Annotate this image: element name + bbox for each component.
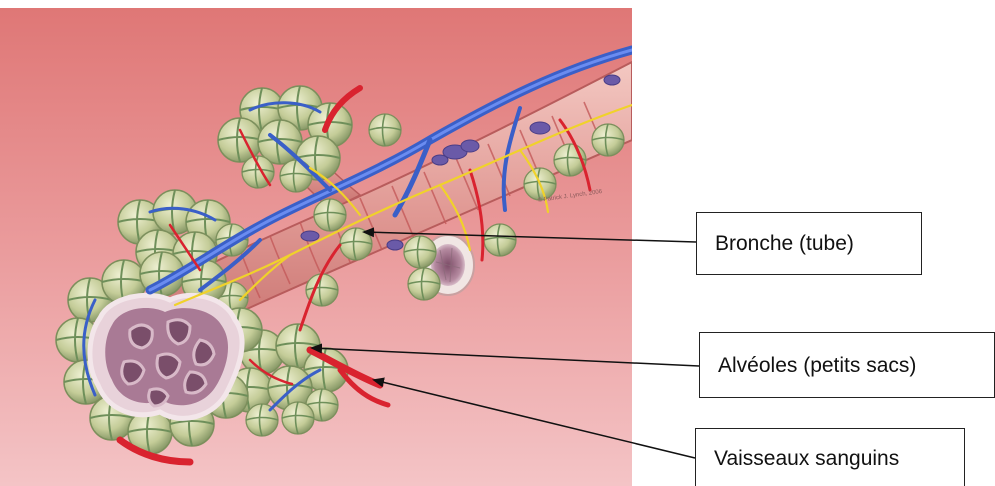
label-bronche: Bronche (tube) bbox=[696, 212, 922, 275]
label-vaisseaux-text: Vaisseaux sanguins bbox=[714, 448, 899, 469]
label-bronche-text: Bronche (tube) bbox=[715, 233, 854, 254]
label-vaisseaux: Vaisseaux sanguins bbox=[695, 428, 965, 486]
lung-illustration: © Patrick J. Lynch, 2006 bbox=[0, 0, 632, 486]
label-alveoles-text: Alvéoles (petits sacs) bbox=[718, 355, 916, 376]
label-alveoles: Alvéoles (petits sacs) bbox=[699, 332, 995, 398]
